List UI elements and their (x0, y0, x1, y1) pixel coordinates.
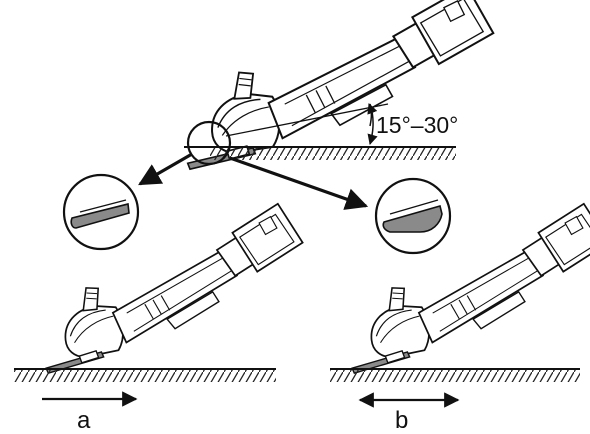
contact-zoom-circle (186, 120, 232, 166)
left-detail-arrow (138, 152, 193, 186)
angle-indicator (225, 103, 389, 146)
detail-circle-right (374, 177, 452, 255)
label-a: a (77, 407, 91, 434)
top-grinder (178, 0, 501, 171)
angle-label: 15°–30° (376, 112, 458, 138)
detail-circle-left (62, 173, 140, 251)
work-surface-b (330, 368, 580, 382)
right-detail-arrow (229, 156, 369, 210)
grinder-b (336, 200, 590, 375)
work-surface-a (14, 368, 276, 382)
label-b: b (395, 407, 408, 434)
